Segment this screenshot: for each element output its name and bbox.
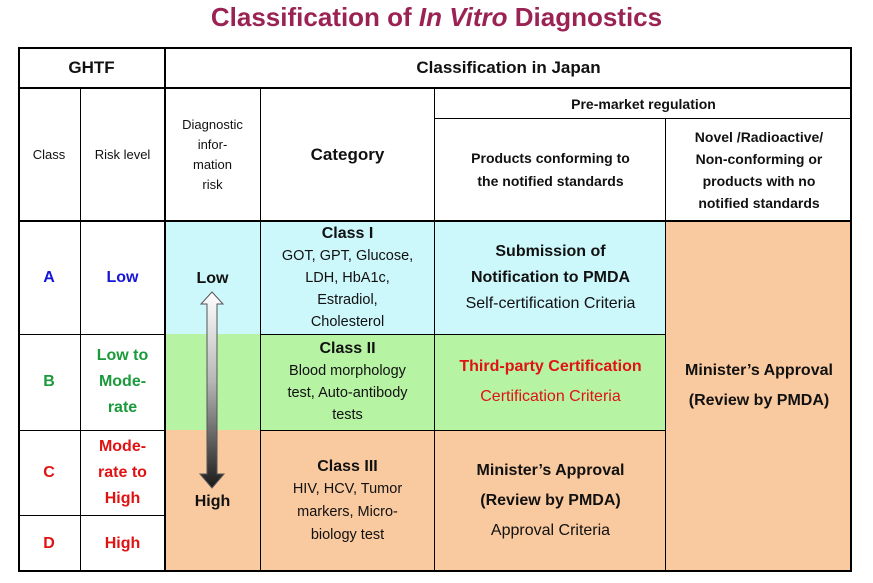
cert-line: Minister’s Approval — [476, 462, 625, 479]
category-header: Category — [310, 144, 385, 164]
category-item: test, Auto-antibody — [287, 385, 408, 401]
diag-category-divider — [260, 88, 261, 572]
conforming-header-line: Products conforming to — [471, 150, 630, 166]
risk-low-to-moderate: Low to Mode- rate — [80, 334, 165, 430]
conforming-header-line: the notified standards — [477, 173, 624, 189]
row-cd-left — [18, 515, 165, 516]
novel-line: Minister’s Approval — [685, 361, 833, 379]
category-item: markers, Micro- — [297, 504, 398, 520]
row-bc-right — [260, 430, 666, 431]
novel-header-line: Novel /Radioactive/ — [694, 129, 824, 145]
diag-risk-header: Diagnostic infor- mation risk — [165, 88, 260, 221]
risk-line: Low to — [96, 347, 149, 364]
conforming-header: Products conforming to the notified stan… — [435, 119, 666, 221]
cert-line: Submission of — [495, 242, 606, 260]
cert-novel-divider — [665, 119, 666, 572]
cert-line: Third-party Certification — [459, 358, 642, 375]
cert-class1: Submission of Notification to PMDA Self-… — [435, 221, 666, 334]
cert-criteria: Certification Criteria — [480, 388, 621, 405]
class-d: D — [43, 534, 55, 552]
category-name: Class I — [321, 224, 374, 242]
table-frame — [18, 47, 852, 572]
arrow-low-label: Low — [196, 270, 229, 287]
page-title: Classification of In Vitro Diagnostics — [0, 2, 873, 33]
risk-line: rate to — [98, 463, 147, 481]
bg-novel — [666, 221, 852, 572]
risk-moderate-to-high: Mode- rate to High — [80, 430, 165, 515]
class-a: A — [43, 268, 55, 286]
cert-line: Notification to PMDA — [470, 268, 631, 286]
category-class3: Class III HIV, HCV, Tumor markers, Micro… — [260, 430, 435, 572]
category-name: Class II — [319, 340, 376, 357]
diag-risk-line: infor- — [197, 136, 228, 152]
risk-line: rate — [107, 399, 138, 416]
body-divider — [18, 220, 852, 222]
cert-criteria: Approval Criteria — [490, 522, 611, 539]
risk-level-header: Risk level — [94, 147, 151, 162]
risk-line: Mode- — [98, 373, 147, 390]
bg-class2-cert — [435, 334, 666, 430]
class-b: B — [43, 373, 55, 390]
class-risk-divider — [80, 221, 81, 572]
ghtf-divider — [164, 47, 166, 572]
bg-class1-cert — [435, 221, 666, 334]
novel-header-line: products with no — [702, 173, 816, 189]
bg-class3 — [165, 430, 666, 572]
row-bc-left — [18, 430, 165, 431]
arrow-high-label: High — [194, 493, 231, 510]
diag-risk-line: risk — [202, 176, 223, 192]
novel-header: Novel /Radioactive/ Non-conforming or pr… — [666, 119, 852, 221]
cert-class3: Minister’s Approval (Review by PMDA) App… — [435, 430, 666, 572]
category-item: tests — [332, 407, 363, 423]
title-prefix: Classification of — [210, 2, 419, 32]
ghtf-header: GHTF — [68, 57, 115, 77]
novel-header-line: notified standards — [698, 195, 820, 211]
category-item: HIV, HCV, Tumor — [292, 481, 403, 497]
premarket-divider — [435, 118, 852, 119]
cert-criteria: Self-certification Criteria — [465, 294, 636, 312]
category-name: Class III — [317, 458, 378, 475]
diag-risk-line: Diagnostic — [182, 116, 243, 132]
category-class1: Class I GOT, GPT, Glucose, LDH, HbA1c, E… — [260, 221, 435, 334]
class-header: Class — [32, 147, 66, 162]
category-cert-divider — [434, 88, 435, 572]
risk-high: High — [104, 534, 141, 552]
risk-low: Low — [106, 268, 139, 286]
category-item: biology test — [310, 527, 385, 543]
cert-class2: Third-party Certification Certification … — [435, 334, 666, 430]
risk-gradient-arrow-icon — [198, 291, 226, 489]
header-divider — [18, 87, 852, 89]
title-suffix: Diagnostics — [507, 2, 663, 32]
novel-line: (Review by PMDA) — [688, 391, 830, 409]
cert-line: (Review by PMDA) — [480, 492, 621, 509]
category-item: Estradiol, — [317, 291, 378, 308]
risk-line: Mode- — [98, 437, 147, 455]
class-risk-divider-header — [80, 88, 81, 221]
category-item: Blood morphology — [289, 363, 406, 379]
risk-line: High — [104, 489, 141, 507]
premarket-header: Pre-market regulation — [571, 95, 716, 112]
title-italic: In Vitro — [418, 2, 508, 32]
class-c: C — [43, 463, 55, 481]
diag-risk-line: mation — [192, 156, 233, 172]
row-ab-left — [18, 334, 165, 335]
category-item: GOT, GPT, Glucose, — [281, 247, 414, 264]
japan-header: Classification in Japan — [416, 57, 601, 77]
category-item: Cholesterol — [310, 313, 385, 330]
category-item: LDH, HbA1c, — [305, 269, 390, 286]
row-ab-right — [260, 334, 666, 335]
novel-header-line: Non-conforming or — [695, 151, 823, 167]
novel-approval: Minister’s Approval (Review by PMDA) — [666, 221, 852, 572]
category-class2: Class II Blood morphology test, Auto-ant… — [260, 334, 435, 430]
